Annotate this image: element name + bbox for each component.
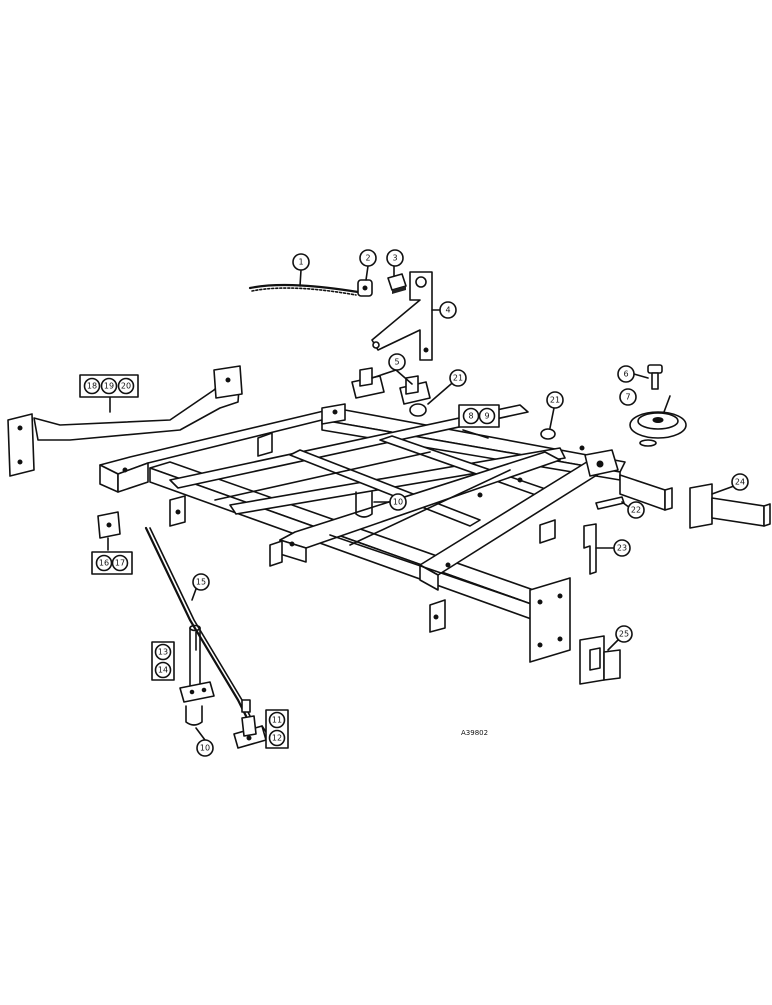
part-1-cable — [248, 283, 360, 296]
svg-text:4: 4 — [445, 306, 450, 315]
svg-text:19: 19 — [104, 382, 114, 391]
part-4-arm — [371, 271, 433, 361]
svg-text:25: 25 — [619, 630, 629, 639]
part-5-brackets — [351, 367, 431, 405]
svg-text:18: 18 — [87, 382, 97, 391]
callout-6: 6 — [617, 365, 635, 383]
callout-4: 4 — [439, 301, 457, 319]
svg-text:16: 16 — [99, 559, 109, 568]
svg-text:6: 6 — [623, 370, 628, 379]
part-25-extension — [579, 635, 621, 685]
callout-8-9: 8 9 — [458, 404, 500, 428]
callout-10-lower: 10 — [196, 739, 214, 757]
callout-16-17: 16 17 — [91, 551, 133, 575]
part-3-block — [387, 273, 407, 294]
part-24-extension — [689, 483, 771, 529]
callout-18-19-20: 18 19 20 — [79, 374, 139, 398]
part-21-clip — [409, 403, 585, 451]
part-13-14-standard — [179, 624, 215, 703]
svg-text:22: 22 — [631, 506, 641, 515]
reference-code: A39802 — [461, 729, 488, 737]
callout-10-upper: 10 — [389, 493, 407, 511]
callout-2: 2 — [359, 249, 377, 267]
svg-text:2: 2 — [365, 254, 370, 263]
callout-13-14: 13 14 — [151, 641, 175, 681]
part-18-19-20-hitch — [7, 365, 243, 477]
part-15-rod — [144, 526, 251, 718]
svg-text:13: 13 — [158, 648, 168, 657]
callout-3: 3 — [386, 249, 404, 267]
callout-25: 25 — [615, 625, 633, 643]
part-22-strap — [595, 496, 625, 510]
svg-text:12: 12 — [272, 734, 282, 743]
part-2-clamp — [357, 279, 373, 297]
svg-text:1: 1 — [298, 258, 303, 267]
callout-23: 23 — [613, 539, 631, 557]
callout-15: 15 — [192, 573, 210, 591]
svg-text:10: 10 — [393, 498, 403, 507]
callout-5: 5 — [388, 353, 406, 371]
part-16-17-plate — [97, 511, 121, 539]
part-11-12-foot-plate — [233, 715, 267, 749]
svg-text:17: 17 — [115, 559, 125, 568]
main-frame — [99, 403, 673, 663]
part-23-shank — [583, 523, 597, 575]
part-7-pulley — [629, 411, 687, 447]
part-6-bolt — [647, 364, 663, 390]
svg-text:8: 8 — [468, 412, 473, 421]
svg-text:11: 11 — [272, 716, 282, 725]
svg-text:5: 5 — [394, 358, 399, 367]
svg-text:3: 3 — [392, 254, 397, 263]
callout-1: 1 — [292, 253, 310, 271]
svg-text:20: 20 — [121, 382, 131, 391]
svg-text:7: 7 — [625, 393, 630, 402]
callout-24: 24 — [731, 473, 749, 491]
svg-text:10: 10 — [200, 744, 210, 753]
callout-7: 7 — [619, 388, 637, 406]
svg-text:9: 9 — [484, 412, 489, 421]
svg-text:15: 15 — [196, 578, 206, 587]
part-10-u-bolt — [185, 491, 373, 726]
svg-text:24: 24 — [735, 478, 745, 487]
callout-22: 22 — [627, 501, 645, 519]
callout-11-12: 11 12 — [265, 709, 289, 749]
svg-text:14: 14 — [158, 666, 168, 675]
callout-21-left: 21 — [449, 369, 467, 387]
svg-text:21: 21 — [550, 396, 560, 405]
svg-text:23: 23 — [617, 544, 627, 553]
callout-21-right: 21 — [546, 391, 564, 409]
svg-text:21: 21 — [453, 374, 463, 383]
